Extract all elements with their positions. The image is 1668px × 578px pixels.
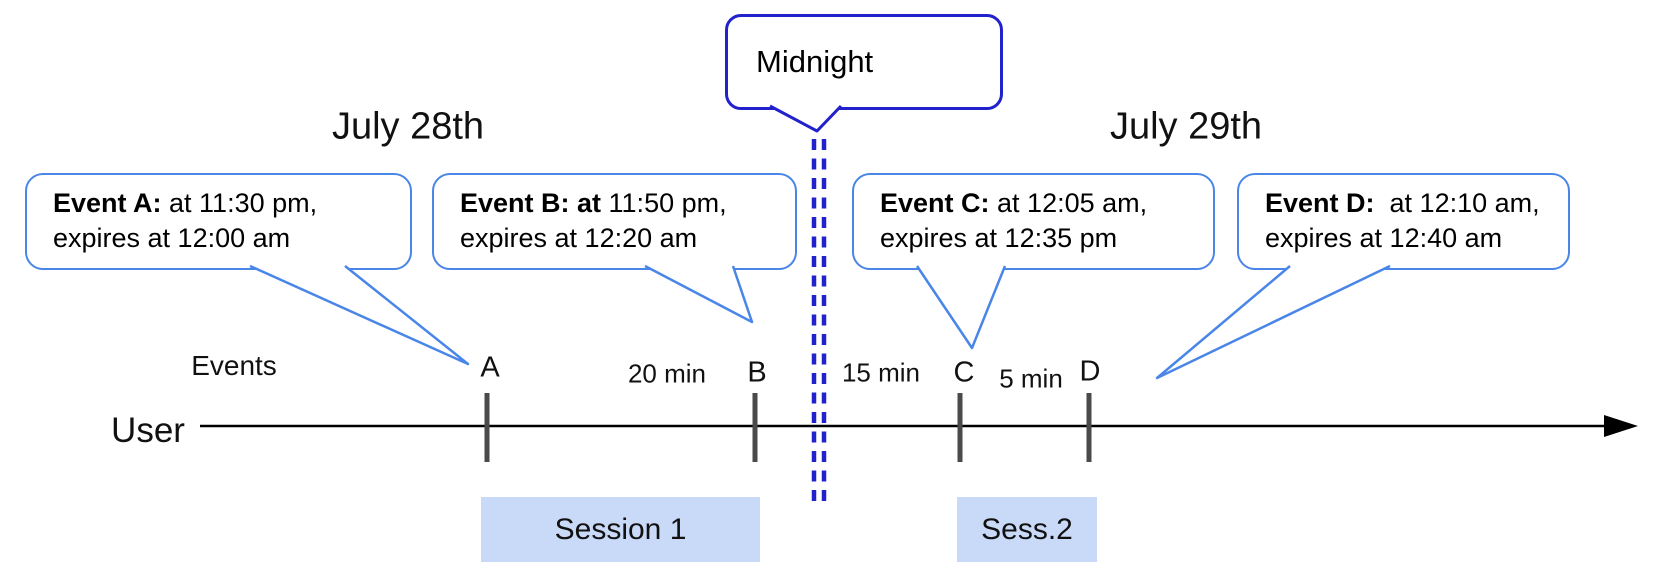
event-callout-c: Event C: at 12:05 am, expires at 12:35 p…: [852, 173, 1215, 270]
event-d-callout-tail: [1155, 264, 1391, 380]
tick-label-a: A: [480, 351, 500, 384]
event-b-time: 11:50 pm,: [601, 188, 727, 218]
event-c-time: at 12:05 am,: [989, 188, 1148, 218]
midnight-label: Midnight: [756, 44, 874, 79]
event-d-title: Event D:: [1265, 188, 1375, 218]
event-callout-d: Event D: at 12:10 am, expires at 12:40 a…: [1237, 173, 1570, 270]
date-label-july-29: July 29th: [1109, 105, 1263, 148]
session-2-box: Sess.2: [957, 497, 1097, 562]
midnight-callout: Midnight: [725, 14, 1003, 110]
event-d-time: at 12:10 am,: [1374, 188, 1540, 218]
event-callout-b: Event B: at 11:50 pm, expires at 12:20 a…: [432, 173, 797, 270]
event-a-line2: expires at 12:00 am: [53, 223, 291, 253]
event-a-title: Event A:: [53, 188, 162, 218]
event-b-callout-tail: [644, 264, 754, 324]
tick-label-b: B: [747, 356, 767, 389]
event-d-line1: Event D: at 12:10 am,: [1265, 186, 1550, 221]
user-axis-label: User: [111, 411, 185, 450]
event-c-title: Event C:: [880, 188, 990, 218]
gap-label-20min: 20 min: [627, 358, 707, 389]
event-a-callout-tail: [249, 264, 470, 366]
event-c-callout-tail: [915, 265, 1007, 350]
event-b-line1: Event B: at 11:50 pm,: [460, 186, 777, 221]
date-label-july-28: July 28th: [331, 105, 485, 148]
event-a-time: at 11:30 pm,: [161, 188, 318, 218]
session-2-label: Sess.2: [981, 512, 1073, 546]
session-1-box: Session 1: [481, 497, 760, 562]
event-d-line2: expires at 12:40 am: [1265, 223, 1503, 253]
timeline-arrowhead-icon: [1604, 415, 1638, 437]
event-c-line1: Event C: at 12:05 am,: [880, 186, 1195, 221]
session-1-label: Session 1: [554, 512, 687, 546]
event-b-title: Event B: at: [460, 188, 602, 218]
event-b-line2: expires at 12:20 am: [460, 223, 698, 253]
gap-label-15min: 15 min: [841, 357, 921, 388]
gap-label-5min: 5 min: [999, 363, 1063, 394]
event-callout-a: Event A: at 11:30 pm, expires at 12:00 a…: [25, 173, 412, 270]
event-c-line2: expires at 12:35 pm: [880, 223, 1118, 253]
tick-label-d: D: [1079, 355, 1101, 388]
tick-label-c: C: [953, 356, 975, 389]
event-a-line1: Event A: at 11:30 pm,: [53, 186, 392, 221]
events-axis-label: Events: [191, 350, 277, 381]
